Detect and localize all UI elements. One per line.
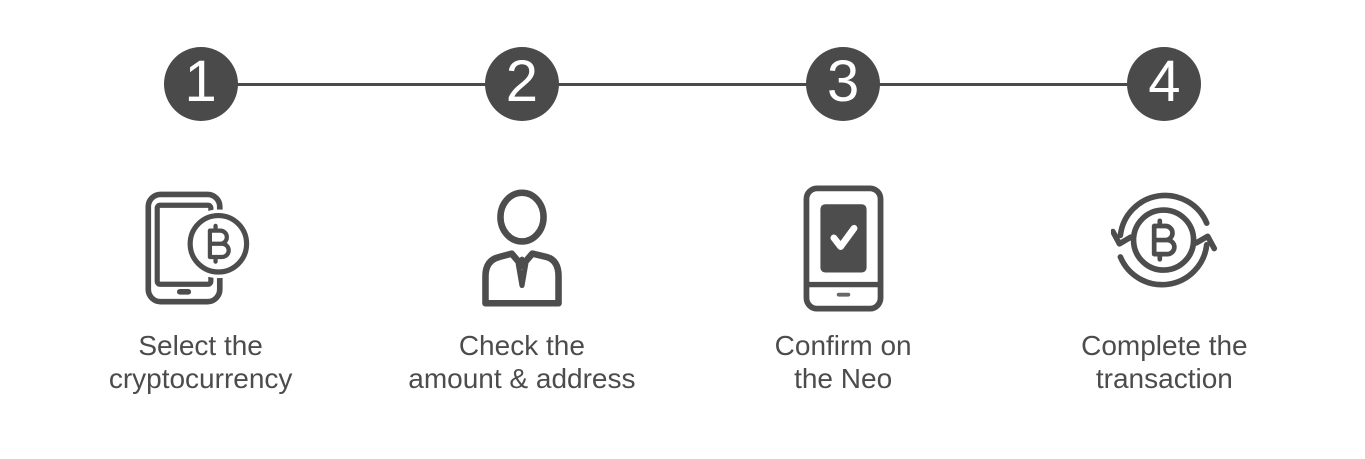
step-1: 1 Select the cryptocurrency (40, 0, 361, 459)
step-2-label-line2: amount & address (408, 363, 636, 394)
step-3-number: 3 (826, 49, 860, 114)
step-1-label-line2: cryptocurrency (108, 363, 293, 394)
step-3-label-line1: Confirm on (774, 330, 912, 361)
step-4: 4 Complete the transaction (1004, 0, 1325, 459)
step-3-label-line2: the Neo (794, 363, 893, 394)
step-2: 2 Check the amount & address (361, 0, 682, 459)
device-checkmark-icon (803, 184, 884, 312)
step-1-icon-box (145, 183, 256, 313)
step-2-icon-box (477, 183, 567, 313)
person-icon (482, 189, 562, 307)
step-4-label: Complete the transaction (1081, 329, 1248, 395)
step-3-number-badge: 3 (806, 47, 881, 121)
step-4-label-line2: transaction (1095, 363, 1233, 394)
smartphone-bitcoin-icon (145, 191, 253, 304)
step-1-label: Select the cryptocurrency (109, 329, 293, 395)
step-1-number: 1 (184, 49, 217, 114)
stepper-connector-line (200, 83, 1165, 86)
step-4-icon-box (1110, 183, 1218, 313)
step-1-number-badge: 1 (163, 47, 238, 121)
step-1-label-line1: Select the (138, 330, 263, 361)
step-4-number-badge: 4 (1127, 47, 1202, 121)
bitcoin-cycle-icon (1110, 192, 1217, 287)
step-4-label-line1: Complete the (1081, 330, 1248, 361)
step-3-icon-box (803, 183, 884, 313)
step-2-label-line1: Check the (458, 330, 585, 361)
step-2-number: 2 (505, 49, 538, 114)
step-4-number: 4 (1148, 49, 1181, 114)
step-2-label: Check the amount & address (408, 329, 635, 395)
step-3-label: Confirm on the Neo (775, 329, 912, 395)
step-2-number-badge: 2 (484, 47, 559, 121)
step-3: 3 Confirm on the Neo (683, 0, 1004, 459)
